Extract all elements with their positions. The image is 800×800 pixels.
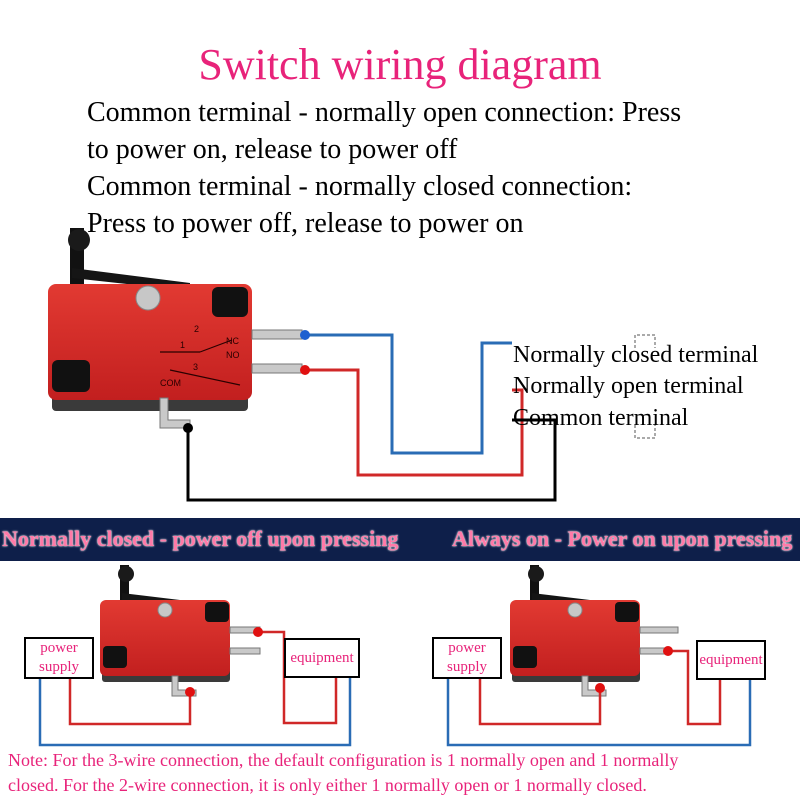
equipment-label: equipment xyxy=(290,650,354,666)
roller-wheel-icon xyxy=(68,229,90,251)
terminal-dot-black-icon xyxy=(183,423,193,433)
power-supply-label-line1: power xyxy=(40,640,78,656)
no-terminal-tab xyxy=(251,363,303,374)
description-line-2: to power on, release to power off xyxy=(87,134,458,165)
banner-always-on: Always on - Power on upon pressing xyxy=(452,526,793,551)
plunger-icon xyxy=(135,285,161,311)
marking-com: COM xyxy=(160,378,181,388)
right-power-supply-box: power supply xyxy=(432,637,502,679)
mount-hole-bottom xyxy=(52,360,90,392)
main-microswitch-icon: 2 1 3 NC NO COM xyxy=(48,228,303,429)
right-wire-return xyxy=(446,678,752,747)
com-terminal-tab xyxy=(159,397,191,429)
mode-banner xyxy=(0,518,800,561)
roller-wheel-icon xyxy=(528,566,544,582)
left-wire-supply-to-com xyxy=(68,677,192,726)
mount-hole-top xyxy=(212,287,248,317)
equipment-label: equipment xyxy=(699,652,763,668)
wire-normally-open xyxy=(305,368,524,477)
wire-normally-closed xyxy=(305,333,512,455)
bracket-bottom xyxy=(634,425,656,439)
right-wire-supply-to-com xyxy=(478,678,602,726)
diagram-title: Switch wiring diagram xyxy=(198,40,602,89)
terminal-number-2: 2 xyxy=(194,324,199,334)
right-example-microswitch-icon xyxy=(510,565,679,697)
left-power-supply-box: power supply xyxy=(24,637,94,679)
wire-common xyxy=(186,418,557,502)
bracket-top xyxy=(634,334,656,348)
label-normally-open-terminal: Normally open terminal xyxy=(513,373,744,399)
description-line-4: Press to power off, release to power on xyxy=(87,208,524,239)
terminal-number-3: 3 xyxy=(193,362,198,372)
footnote-line-2: closed. For the 2-wire connection, it is… xyxy=(8,775,647,795)
roller-wheel-icon xyxy=(118,566,134,582)
terminal-dot-blue-icon xyxy=(300,330,310,340)
terminal-dot-red-icon xyxy=(300,365,310,375)
left-example-microswitch-icon xyxy=(100,565,261,697)
internal-contact-schematic xyxy=(160,339,241,386)
right-wire-no-to-load xyxy=(668,649,722,726)
terminal-number-1: 1 xyxy=(180,340,185,350)
footnote-line-1: Note: For the 3-wire connection, the def… xyxy=(8,750,679,770)
banner-normally-closed: Normally closed - power off upon pressin… xyxy=(2,526,399,551)
switch-body xyxy=(48,284,252,400)
power-supply-label-line2: supply xyxy=(38,659,79,675)
marking-no: NO xyxy=(226,350,240,360)
marking-nc: NC xyxy=(226,336,239,346)
description-line-3: Common terminal - normally closed connec… xyxy=(87,171,633,202)
description-line-1: Common terminal - normally open connecti… xyxy=(87,97,682,128)
power-supply-label-line2: supply xyxy=(446,659,487,675)
nc-terminal-tab xyxy=(251,329,303,340)
label-common-terminal: Common terminal xyxy=(513,405,689,431)
label-normally-closed-terminal: Normally closed terminal xyxy=(513,342,759,368)
right-equipment-box: equipment xyxy=(696,640,766,680)
left-equipment-box: equipment xyxy=(284,638,360,678)
power-supply-label-line1: power xyxy=(448,640,486,656)
left-wire-nc-to-load xyxy=(258,630,338,725)
footnote: Note: For the 3-wire connection, the def… xyxy=(8,748,798,798)
left-wire-return xyxy=(38,677,352,747)
